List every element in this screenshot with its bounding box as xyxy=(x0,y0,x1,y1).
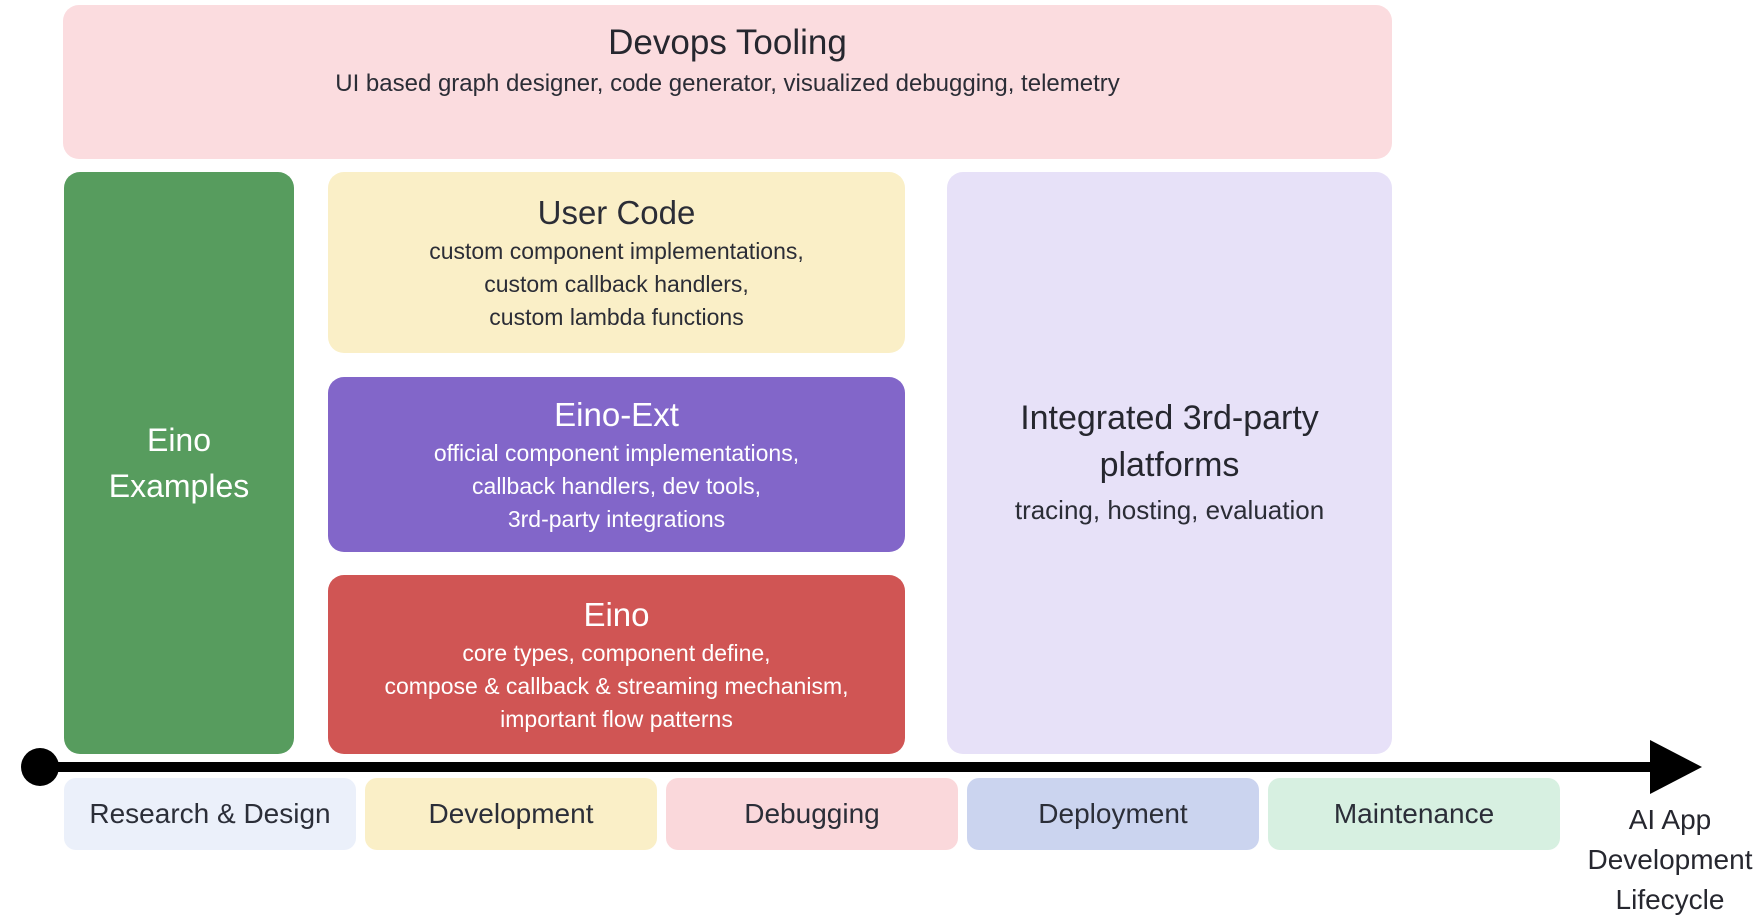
axis-label: AI App Development Lifecycle xyxy=(1567,800,1760,920)
stage-maintenance: Maintenance xyxy=(1268,778,1560,850)
eino-core-box: Eino core types, component define, compo… xyxy=(328,575,905,754)
eino-ext-line: callback handlers, dev tools, xyxy=(472,473,761,499)
lifecycle-stage-row: Research & Design Development Debugging … xyxy=(64,778,1560,850)
stage-debugging: Debugging xyxy=(666,778,958,850)
stage-research-design: Research & Design xyxy=(64,778,356,850)
stage-development: Development xyxy=(365,778,657,850)
eino-examples-title-line2: Examples xyxy=(108,468,250,504)
devops-tooling-title: Devops Tooling xyxy=(608,23,847,62)
user-code-title: User Code xyxy=(537,194,696,231)
integrated-platforms-title-line2: platforms xyxy=(1099,446,1240,484)
timeline-arrowhead-icon xyxy=(1650,740,1702,794)
eino-core-title: Eino xyxy=(583,596,650,633)
eino-ext-line: official component implementations, xyxy=(433,440,800,466)
devops-tooling-box: Devops Tooling UI based graph designer, … xyxy=(63,5,1392,159)
integrated-platforms-box: Integrated 3rd-party platforms tracing, … xyxy=(947,172,1392,754)
axis-label-line1: AI App xyxy=(1628,804,1712,835)
eino-core-line: compose & callback & streaming mechanism… xyxy=(384,673,849,699)
devops-tooling-subtitle: UI based graph designer, code generator,… xyxy=(335,70,1120,97)
user-code-line: custom lambda functions xyxy=(489,304,744,330)
user-code-box: User Code custom component implementatio… xyxy=(328,172,905,353)
eino-ext-title: Eino-Ext xyxy=(554,396,679,433)
eino-ext-line: 3rd-party integrations xyxy=(507,506,726,532)
stage-deployment: Deployment xyxy=(967,778,1259,850)
eino-core-line: core types, component define, xyxy=(462,640,771,666)
axis-label-line2: Development xyxy=(1587,844,1753,875)
user-code-line: custom callback handlers, xyxy=(484,271,749,297)
integrated-platforms-title-line1: Integrated 3rd-party xyxy=(1020,399,1319,437)
axis-label-line3: Lifecycle xyxy=(1615,884,1725,915)
eino-core-line: important flow patterns xyxy=(500,706,733,732)
timeline-axis-line xyxy=(40,762,1652,772)
user-code-line: custom component implementations, xyxy=(429,238,804,264)
eino-examples-box: Eino Examples xyxy=(64,172,294,754)
eino-ext-box: Eino-Ext official component implementati… xyxy=(328,377,905,552)
eino-examples-title-line1: Eino xyxy=(146,422,212,458)
integrated-platforms-subtitle: tracing, hosting, evaluation xyxy=(1014,495,1325,525)
